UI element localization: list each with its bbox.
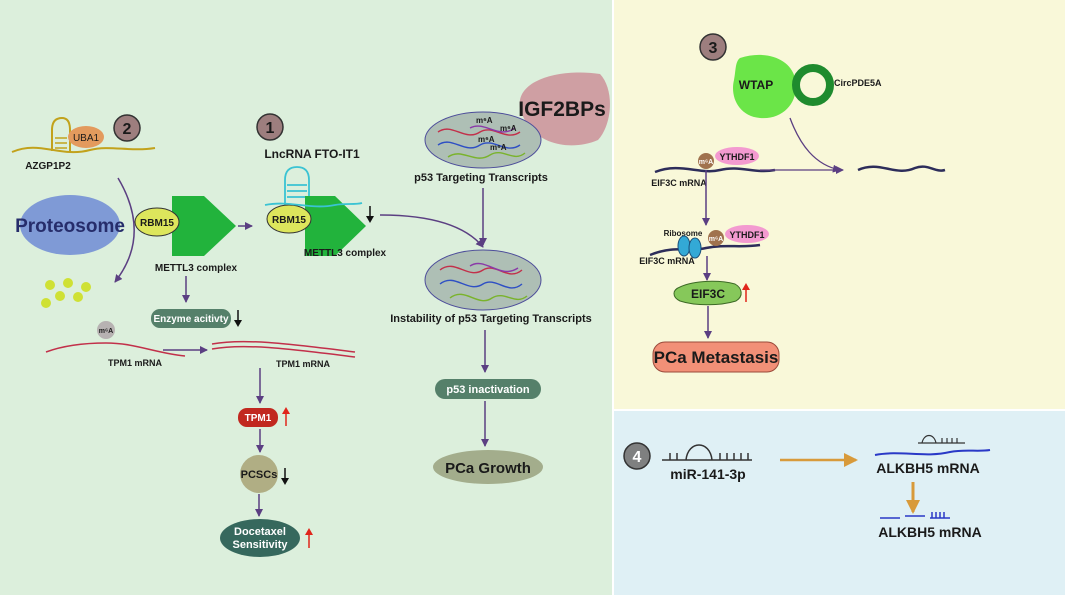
tpm1-label: TPM1 — [245, 413, 272, 424]
pca-metastasis-label: PCa Metastasis — [654, 348, 779, 367]
lncrna-strand — [264, 202, 363, 208]
uba1-label: UBA1 — [73, 133, 100, 144]
marker-2: 2 — [113, 114, 141, 142]
rbm15-label-left: RBM15 — [140, 218, 174, 229]
arrow-to-degradation — [114, 177, 135, 283]
instability-ellipse — [424, 249, 542, 311]
m6a-label-d: m⁶A — [490, 143, 507, 152]
m6a-label-eif3c: m⁶A — [699, 159, 714, 166]
mir-141-3p-label: miR-141-3p — [670, 466, 745, 482]
mettl3-complex-right: RBM15 METTL3 complex — [266, 196, 387, 259]
alkbh5-mrna-strand — [874, 449, 991, 456]
up-arrow-tpm1-head — [282, 407, 290, 414]
ribosome-label: Ribosome — [664, 229, 703, 238]
alkbh5-mrna-label-top: ALKBH5 mRNA — [876, 460, 979, 476]
circpde5a-label: CircPDE5A — [834, 78, 882, 88]
tpm1-box: TPM1 — [238, 408, 278, 427]
p53-inactivation-label: p53 inactivation — [446, 384, 529, 396]
wtap-protein: WTAP — [733, 54, 796, 119]
marker-3-label: 3 — [709, 40, 718, 57]
ythdf1-top: YTHDF1 — [715, 147, 759, 165]
rbm15-label-right: RBM15 — [272, 215, 306, 226]
eif3c-mrna-bottom — [649, 243, 761, 257]
marker-4-label: 4 — [633, 449, 642, 466]
igf2bps-shape: IGF2BPs — [518, 72, 610, 146]
instability-label: Instability of p53 Targeting Transcripts — [390, 313, 592, 325]
ribosome-icon — [677, 235, 702, 259]
up-arrow-docetaxel-head — [305, 528, 313, 535]
tpm1-mrna-label-right: TPM1 mRNA — [276, 359, 331, 369]
pca-metastasis-box: PCa Metastasis — [652, 341, 780, 373]
alkbh5-fragmented-mrna — [880, 512, 950, 519]
wtap-label: WTAP — [739, 78, 773, 92]
m6a-label-b: m⁶A — [500, 124, 517, 133]
m6a-label-tpm1: m⁶A — [99, 328, 114, 335]
m6a-mark-eif3c: m⁶A — [698, 153, 714, 169]
azgp1p2-rna — [11, 116, 156, 154]
alkbh5-mrna-label-bottom: ALKBH5 mRNA — [878, 524, 981, 540]
m6a-mark-tpm1: m⁶A — [97, 321, 115, 339]
azgp1p2-label: AZGP1P2 — [25, 161, 71, 172]
m6a-label-c: m⁶A — [478, 135, 495, 144]
mettl3-complex-left: RBM15 METTL3 complex — [134, 196, 238, 274]
down-arrow-enzyme-head — [234, 320, 242, 327]
marker-3: 3 — [699, 33, 727, 61]
lncrna-fto-it1-label: LncRNA FTO-IT1 — [264, 147, 360, 161]
m6a-mark-eif3c-bottom: m⁶A — [708, 230, 724, 246]
ythdf1-label-bottom: YTHDF1 — [729, 230, 764, 240]
pcscs-label: PCSCs — [241, 469, 278, 481]
p53-targeting-transcripts-ellipse: m⁶A m⁶A m⁶A m⁶A — [424, 111, 542, 169]
docetaxel-sensitivity-node: Docetaxel Sensitivity — [220, 519, 300, 557]
eif3c-protein: EIF3C — [673, 280, 742, 306]
arrow-circpde5a-to-degraded — [789, 117, 841, 173]
m6a-label-eif3c-bottom: m⁶A — [709, 236, 724, 243]
tpm1-mrna-right — [211, 340, 356, 358]
down-arrow-pcscs-head — [281, 478, 289, 485]
proteosome-label: Proteosome — [15, 216, 125, 237]
mir-141-3p-hairpin — [662, 444, 752, 461]
enzyme-activity-label: Enzyme acitivty — [153, 314, 228, 325]
up-arrow-eif3c-head — [742, 283, 750, 290]
bottom-right-panel-background — [613, 410, 1065, 595]
arrow-mettl3-to-instability — [379, 214, 484, 248]
circpde5a-ring: CircPDE5A — [792, 64, 882, 106]
igf2bps-label: IGF2BPs — [518, 98, 606, 121]
eif3c-label: EIF3C — [691, 287, 725, 301]
pca-growth-label: PCa Growth — [445, 460, 531, 477]
down-arrow-mettl3-head — [366, 216, 374, 223]
tpm1-mrna-label-left: TPM1 mRNA — [108, 358, 163, 368]
marker-1: 1 — [256, 113, 284, 141]
marker-1-label: 1 — [266, 120, 275, 137]
p53-inactivation-box: p53 inactivation — [435, 379, 541, 399]
mettl3-complex-label-left: METTL3 complex — [155, 263, 238, 274]
lncrna-stem-loop — [284, 166, 310, 205]
eif3c-mrna-top — [654, 166, 776, 174]
eif3c-mrna-label-top: EIF3C mRNA — [651, 178, 707, 188]
uba1-protein: UBA1 — [68, 126, 104, 148]
degraded-fragments — [41, 278, 91, 308]
docetaxel-label: Docetaxel — [234, 526, 286, 538]
m6a-label-a: m⁶A — [476, 116, 493, 125]
degraded-mrna-right — [857, 165, 946, 172]
enzyme-activity-box: Enzyme acitivty — [151, 309, 231, 328]
eif3c-mrna-label-bottom: EIF3C mRNA — [639, 256, 695, 266]
pca-growth-node: PCa Growth — [433, 450, 543, 484]
sensitivity-label: Sensitivity — [232, 539, 288, 551]
alkbh5-hairpin-small — [918, 434, 965, 444]
mettl3-complex-label-right: METTL3 complex — [304, 248, 387, 259]
tpm1-mrna-left — [45, 342, 186, 357]
proteosome: Proteosome — [15, 195, 125, 255]
marker-2-label: 2 — [123, 121, 132, 138]
pcscs-node: PCSCs — [240, 455, 278, 493]
p53-targeting-transcripts-label: p53 Targeting Transcripts — [414, 172, 548, 184]
marker-4: 4 — [623, 442, 651, 470]
ythdf1-bottom: YTHDF1 — [725, 225, 769, 243]
ythdf1-label-top: YTHDF1 — [719, 152, 754, 162]
